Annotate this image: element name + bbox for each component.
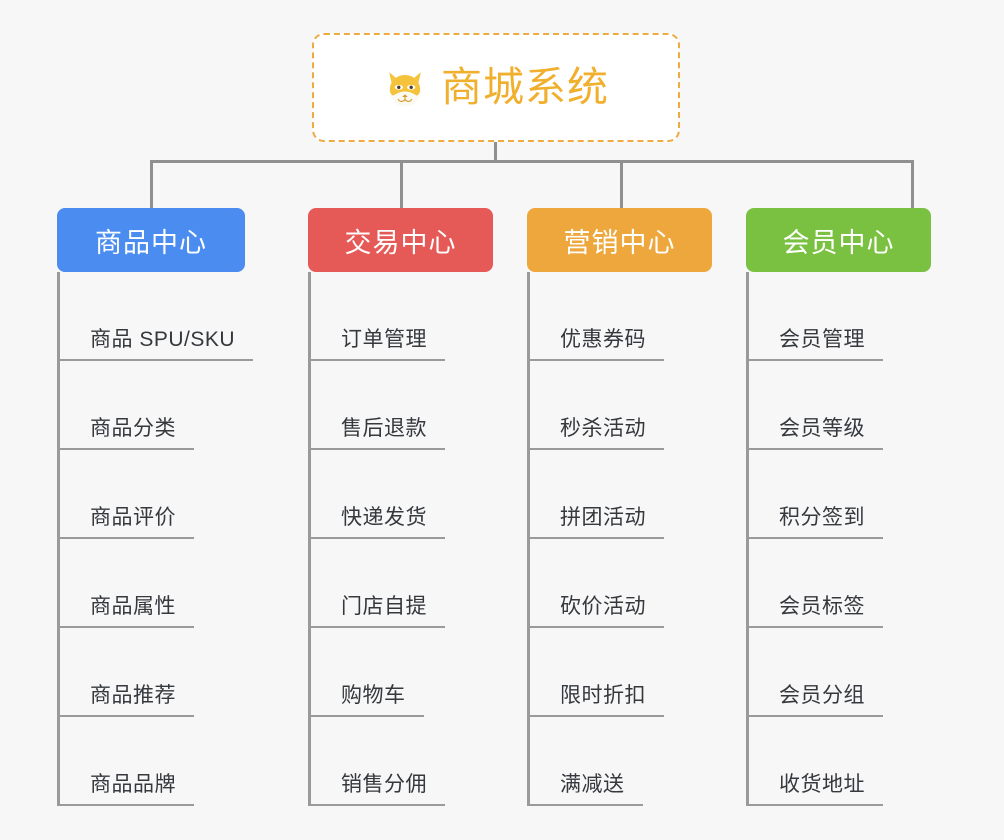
leaf-label: 拼团活动 — [560, 506, 646, 529]
leaf-item[interactable]: 售后退款 — [308, 361, 493, 450]
leaf-item[interactable]: 会员标签 — [746, 539, 931, 628]
leaf-item[interactable]: 会员等级 — [746, 361, 931, 450]
leaf-label: 会员等级 — [779, 417, 865, 440]
leaf-label: 购物车 — [341, 684, 406, 707]
branch-spine-1 — [57, 272, 60, 806]
leaf-label: 售后退款 — [341, 417, 427, 440]
leaf-item[interactable]: 秒杀活动 — [527, 361, 712, 450]
root-node[interactable]: 商城系统 — [312, 33, 680, 142]
category-header-会员中心[interactable]: 会员中心 — [746, 208, 931, 272]
leaf-item[interactable]: 订单管理 — [308, 272, 493, 361]
leaf-label: 收货地址 — [779, 773, 865, 796]
leaf-item[interactable]: 快递发货 — [308, 450, 493, 539]
leaf-item[interactable]: 门店自提 — [308, 539, 493, 628]
leaf-label: 商品分类 — [90, 417, 176, 440]
leaf-label: 商品评价 — [90, 506, 176, 529]
category-header-营销中心[interactable]: 营销中心 — [527, 208, 712, 272]
branch-spine-2 — [308, 272, 311, 806]
leaf-item[interactable]: 满减送 — [527, 717, 712, 806]
category-header-交易中心[interactable]: 交易中心 — [308, 208, 493, 272]
leaf-item[interactable]: 销售分佣 — [308, 717, 493, 806]
leaf-item[interactable]: 拼团活动 — [527, 450, 712, 539]
leaf-label: 满减送 — [560, 773, 625, 796]
leaf-item[interactable]: 会员分组 — [746, 628, 931, 717]
leaf-item[interactable]: 会员管理 — [746, 272, 931, 361]
leaf-item[interactable]: 购物车 — [308, 628, 493, 717]
branch-body-4: 会员管理 会员等级 积分签到 会员标签 会员分组 收货地址 — [746, 272, 931, 806]
leaf-label: 砍价活动 — [560, 595, 646, 618]
branch-spine-4 — [746, 272, 749, 806]
leaf-label: 销售分佣 — [341, 773, 427, 796]
leaf-item[interactable]: 商品评价 — [57, 450, 245, 539]
leaf-label: 积分签到 — [779, 506, 865, 529]
leaf-item[interactable]: 砍价活动 — [527, 539, 712, 628]
leaf-label: 会员分组 — [779, 684, 865, 707]
leaf-item[interactable]: 商品品牌 — [57, 717, 245, 806]
branch-body-1: 商品 SPU/SKU 商品分类 商品评价 商品属性 商品推荐 商品品牌 — [57, 272, 254, 806]
branch-spine-3 — [527, 272, 530, 806]
leaf-label: 商品推荐 — [90, 684, 176, 707]
connector-drop-2 — [400, 160, 403, 208]
branch-column-1: 商品中心 商品 SPU/SKU 商品分类 商品评价 商品属性 商品推荐 商品品牌 — [57, 208, 254, 806]
connector-drop-3 — [620, 160, 623, 208]
leaf-item[interactable]: 商品属性 — [57, 539, 245, 628]
leaf-label: 秒杀活动 — [560, 417, 646, 440]
leaf-label: 商品 SPU/SKU — [90, 328, 236, 351]
leaf-item[interactable]: 积分签到 — [746, 450, 931, 539]
leaf-item[interactable]: 优惠券码 — [527, 272, 712, 361]
leaf-label: 优惠券码 — [560, 328, 646, 351]
shiba-dog-face-icon — [389, 71, 421, 107]
leaf-label: 会员管理 — [779, 328, 865, 351]
branch-column-2: 交易中心 订单管理 售后退款 快递发货 门店自提 购物车 销售分佣 — [308, 208, 493, 806]
branch-column-4: 会员中心 会员管理 会员等级 积分签到 会员标签 会员分组 收货地址 — [746, 208, 931, 806]
leaf-label: 门店自提 — [341, 595, 427, 618]
leaf-label: 限时折扣 — [560, 684, 646, 707]
leaf-label: 会员标签 — [779, 595, 865, 618]
root-title: 商城系统 — [441, 64, 609, 110]
leaf-label: 商品属性 — [90, 595, 176, 618]
branch-body-3: 优惠券码 秒杀活动 拼团活动 砍价活动 限时折扣 满减送 — [527, 272, 712, 806]
leaf-label: 订单管理 — [341, 328, 427, 351]
leaf-item[interactable]: 商品 SPU/SKU — [57, 272, 254, 361]
connector-drop-1 — [150, 160, 153, 208]
leaf-item[interactable]: 限时折扣 — [527, 628, 712, 717]
branch-column-3: 营销中心 优惠券码 秒杀活动 拼团活动 砍价活动 限时折扣 满减送 — [527, 208, 712, 806]
connector-drop-4 — [911, 160, 914, 208]
leaf-label: 商品品牌 — [90, 773, 176, 796]
leaf-item[interactable]: 商品分类 — [57, 361, 245, 450]
category-header-商品中心[interactable]: 商品中心 — [57, 208, 245, 272]
leaf-item[interactable]: 商品推荐 — [57, 628, 245, 717]
connector-horizontal-bus — [150, 160, 914, 163]
branch-body-2: 订单管理 售后退款 快递发货 门店自提 购物车 销售分佣 — [308, 272, 493, 806]
leaf-item[interactable]: 收货地址 — [746, 717, 931, 806]
connector-root-stem — [494, 142, 497, 163]
leaf-label: 快递发货 — [341, 506, 427, 529]
